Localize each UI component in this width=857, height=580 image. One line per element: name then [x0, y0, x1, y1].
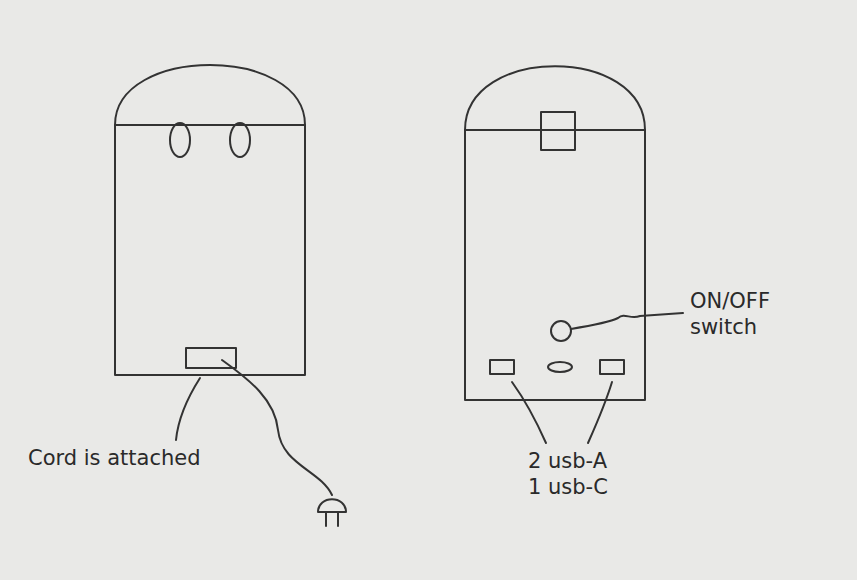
leader-line — [571, 313, 683, 329]
housing-outline — [465, 66, 645, 400]
leader-line — [176, 378, 200, 440]
usb-a-port — [490, 360, 514, 374]
back-view — [465, 66, 683, 443]
socket-hole — [170, 123, 190, 157]
power-switch — [551, 321, 571, 341]
leader-line — [512, 382, 546, 443]
top-seam — [465, 129, 645, 131]
top-button — [541, 112, 575, 150]
plug-prong — [337, 512, 339, 526]
callout-label: Cord is attached — [28, 445, 201, 471]
plug-prong — [325, 512, 327, 526]
callout-label: 2 usb-A 1 usb-C — [528, 448, 620, 501]
usb-c-port — [548, 362, 572, 372]
callout-label: ON/OFF switch — [690, 288, 785, 341]
usb-a-port — [600, 360, 624, 374]
top-seam — [115, 124, 305, 126]
housing-outline — [115, 65, 305, 375]
socket-hole — [230, 123, 250, 157]
leader-line — [588, 382, 612, 443]
plug — [318, 499, 346, 512]
power-cord — [222, 360, 332, 495]
